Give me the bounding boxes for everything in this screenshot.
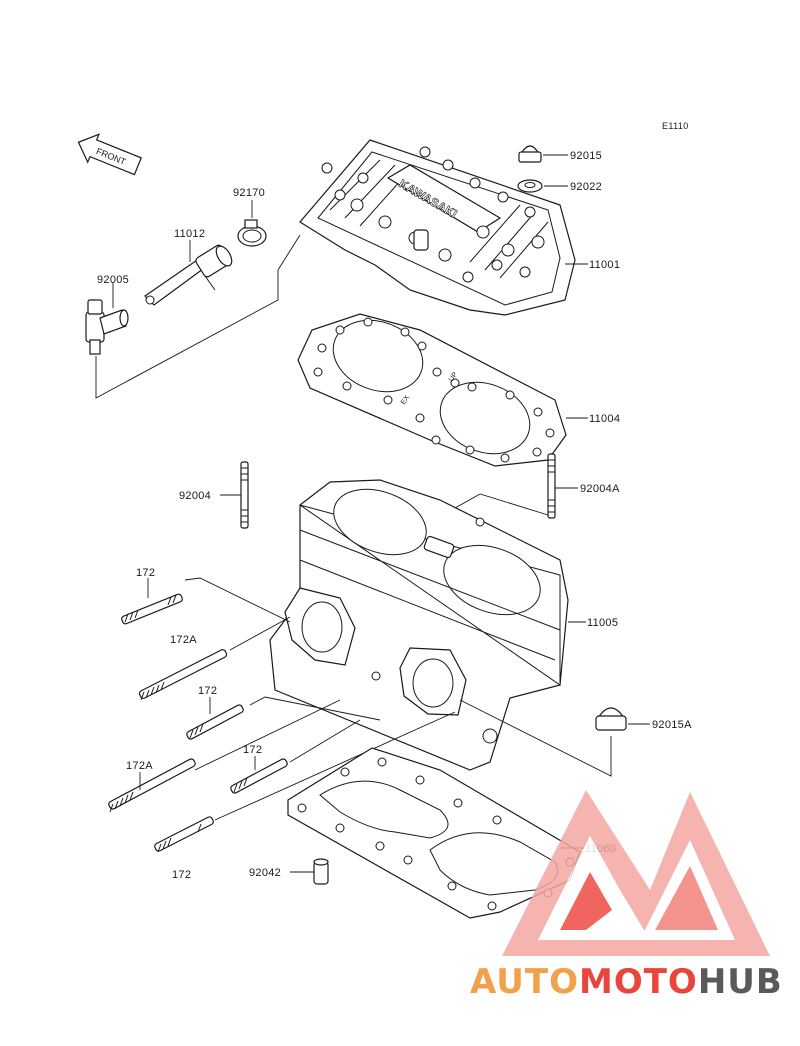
- part-label-172A-b: 172A: [126, 760, 153, 772]
- front-arrow-icon: FRONT: [77, 133, 142, 176]
- automotohub-watermark: AUTOMOTOHUB: [470, 790, 783, 1002]
- part-label-92005: 92005: [97, 274, 129, 286]
- watermark-moto: MOTO: [579, 962, 698, 1002]
- stud-172-c: [230, 758, 288, 794]
- part-label-172-b: 172: [198, 685, 217, 697]
- part-label-172-d: 172: [172, 869, 191, 881]
- diagram-code: E1110: [662, 121, 689, 131]
- part-label-92042: 92042: [249, 867, 281, 879]
- part-label-92004: 92004: [179, 490, 211, 502]
- stud-92004A: [547, 453, 556, 519]
- dowel-pin-92042: [313, 858, 329, 885]
- part-label-172-a: 172: [136, 567, 155, 579]
- part-label-92004A: 92004A: [580, 483, 620, 495]
- exhaust-flange-left: [284, 587, 356, 666]
- part-label-92015: 92015: [570, 150, 602, 162]
- part-label-92170: 92170: [233, 187, 265, 199]
- svg-text:AUTOMOTOHUB: AUTOMOTOHUB: [470, 962, 783, 1002]
- stud-92004: [240, 461, 249, 529]
- gasket-mark-up: UP: [448, 371, 460, 383]
- watermark-hub: HUB: [698, 962, 783, 1002]
- part-label-172-c: 172: [243, 744, 262, 756]
- exhaust-flange-right: [399, 647, 467, 716]
- part-label-11005: 11005: [587, 617, 618, 629]
- stud-172A-a: [138, 649, 228, 701]
- part-label-92015A: 92015A: [652, 719, 692, 731]
- cylinder-head-cover: KAWASAKI: [299, 139, 576, 316]
- watermark-auto: AUTO: [470, 962, 579, 1002]
- stud-172A-b: [108, 758, 196, 813]
- cylinder-block-11005: [269, 479, 569, 771]
- washer-92022: [517, 179, 543, 193]
- stud-172-d: [154, 816, 214, 853]
- gasket-mark-ex: EX: [400, 394, 411, 406]
- part-label-11004: 11004: [589, 413, 620, 425]
- cap-nut-92015: [518, 145, 542, 163]
- part-label-11012: 11012: [174, 228, 205, 240]
- part-label-172A-a: 172A: [170, 634, 197, 646]
- stud-172-b: [186, 704, 244, 740]
- head-gasket-11004: UP EX: [297, 313, 567, 467]
- automotohub-logo-icon: [502, 790, 770, 956]
- hose-clamp-92170: [237, 219, 267, 247]
- fitting-11012: [144, 244, 233, 306]
- cap-nut-92015A: [595, 707, 627, 731]
- part-label-11001: 11001: [589, 259, 620, 271]
- stud-172-a: [121, 593, 183, 625]
- part-label-92022: 92022: [570, 181, 602, 193]
- elbow-fitting-92005: [85, 299, 129, 355]
